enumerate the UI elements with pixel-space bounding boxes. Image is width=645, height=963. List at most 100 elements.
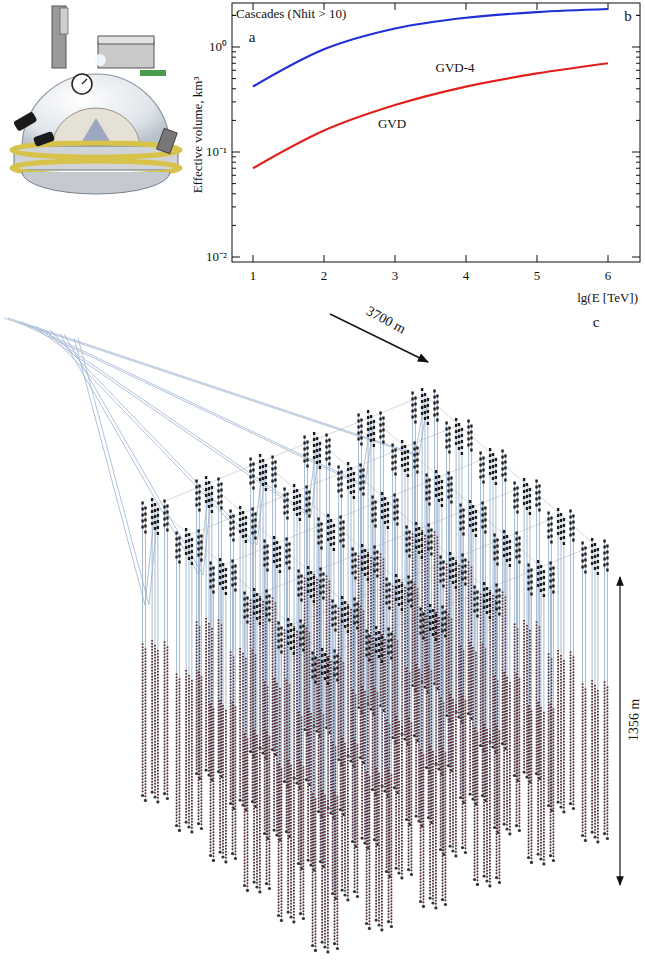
upper-modules xyxy=(356,602,358,630)
string xyxy=(333,650,336,946)
string xyxy=(461,554,464,850)
anchor xyxy=(175,824,178,827)
y-tick xyxy=(232,15,236,16)
upper-modules xyxy=(305,486,307,514)
y-tick-label: 10⁻¹ xyxy=(206,145,227,159)
upper-modules xyxy=(408,530,410,558)
x-tick xyxy=(608,255,609,262)
lower-modules xyxy=(321,790,323,940)
string-cable xyxy=(232,562,233,852)
string xyxy=(603,540,606,836)
string-cable xyxy=(416,524,417,814)
lower-modules xyxy=(526,625,528,775)
lower-modules xyxy=(219,700,221,850)
string-cable xyxy=(281,628,282,918)
string-cable xyxy=(213,568,214,858)
anchor xyxy=(476,883,479,886)
upper-modules xyxy=(175,532,177,560)
string xyxy=(319,568,322,864)
string-cable xyxy=(293,630,294,920)
string-cable xyxy=(582,544,583,834)
anchor xyxy=(485,879,488,882)
lower-modules xyxy=(303,766,305,916)
upper-modules xyxy=(154,503,156,531)
string xyxy=(261,459,264,755)
anchor xyxy=(469,793,472,796)
lower-modules xyxy=(386,720,388,870)
y-tick xyxy=(232,88,236,89)
string xyxy=(476,590,479,886)
lower-modules xyxy=(273,678,275,828)
string xyxy=(231,560,234,856)
string xyxy=(431,609,434,905)
string xyxy=(295,489,298,785)
anchor xyxy=(151,791,154,794)
anchor xyxy=(314,949,317,952)
string-cable xyxy=(505,456,506,746)
upper-modules xyxy=(330,519,332,547)
upper-modules xyxy=(489,592,491,620)
dimension-label: 1356 m xyxy=(626,699,643,742)
upper-modules xyxy=(486,587,488,615)
upper-modules xyxy=(407,576,409,604)
string xyxy=(423,393,426,689)
lower-modules xyxy=(167,646,169,796)
upper-modules xyxy=(252,462,254,490)
upper-modules xyxy=(344,601,346,629)
upper-modules xyxy=(448,426,450,454)
string-cable xyxy=(313,578,314,868)
string-cable xyxy=(386,580,387,870)
upper-modules xyxy=(373,420,375,448)
string xyxy=(459,504,462,800)
plot-frame xyxy=(232,3,640,262)
upper-modules xyxy=(319,442,321,470)
axis-title: lg(E [TeV]) xyxy=(577,291,638,305)
string xyxy=(351,548,354,844)
string-cable xyxy=(221,484,222,774)
lower-modules xyxy=(548,654,550,804)
anchor xyxy=(234,857,237,860)
anchor xyxy=(346,898,349,901)
anchor xyxy=(498,881,501,884)
upper-modules xyxy=(299,494,301,522)
lower-modules xyxy=(560,655,562,805)
string-cable xyxy=(394,496,395,786)
string xyxy=(234,564,237,860)
upper-modules xyxy=(441,480,443,508)
upper-modules xyxy=(455,562,457,590)
upper-modules xyxy=(442,560,444,588)
upper-modules xyxy=(367,410,369,438)
lower-modules xyxy=(293,770,295,920)
lower-modules xyxy=(247,738,249,888)
string-cable xyxy=(155,505,156,795)
lower-modules xyxy=(573,656,575,806)
upper-modules xyxy=(538,484,540,512)
upper-modules xyxy=(229,510,231,538)
lower-modules xyxy=(438,617,440,767)
upper-modules xyxy=(432,609,434,637)
upper-modules xyxy=(444,610,446,638)
upper-modules xyxy=(350,467,352,495)
y-tick xyxy=(632,257,640,258)
upper-modules xyxy=(327,514,329,542)
upper-modules xyxy=(328,438,330,466)
upper-modules xyxy=(302,624,304,652)
string xyxy=(405,526,408,822)
lower-modules xyxy=(499,730,501,880)
string-cable xyxy=(206,478,207,768)
y-tick xyxy=(636,15,640,16)
string xyxy=(341,596,344,892)
string xyxy=(212,566,215,862)
cable xyxy=(22,322,374,485)
dimension-label: 3700 m xyxy=(364,303,409,336)
upper-modules xyxy=(493,534,495,562)
string xyxy=(299,620,302,916)
upper-modules xyxy=(569,510,571,538)
upper-modules xyxy=(414,396,416,424)
lower-modules xyxy=(537,702,539,852)
string xyxy=(557,508,560,804)
upper-modules xyxy=(243,592,245,620)
string xyxy=(241,511,244,807)
upper-modules xyxy=(361,544,363,572)
anchor xyxy=(273,829,276,832)
